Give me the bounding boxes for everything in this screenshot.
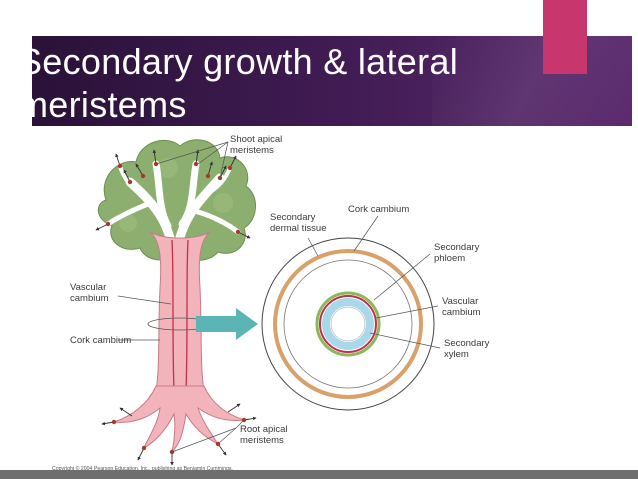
tree-roots bbox=[113, 385, 245, 454]
section-leader-lines bbox=[307, 215, 441, 349]
label-secondary-phloem-2: phloem bbox=[434, 253, 465, 264]
label-cork-cambium-section: Cork cambium bbox=[348, 204, 409, 215]
label-shoot-apical-1: Shoot apical bbox=[230, 134, 282, 145]
slide-title: Secondary growth & lateral meristems bbox=[18, 41, 459, 125]
secondary-growth-figure: Shoot apical meristems Vascular cambium … bbox=[48, 128, 604, 473]
bottom-bar bbox=[0, 470, 638, 479]
label-secondary-xylem-1: Secondary bbox=[444, 338, 490, 349]
root-tip-dots bbox=[111, 417, 247, 455]
banner-shine bbox=[432, 36, 632, 126]
cross-section bbox=[261, 237, 435, 411]
label-cork-cambium-tree: Cork cambium bbox=[70, 335, 131, 346]
ring-vascular-cambium bbox=[319, 295, 377, 353]
figure-svg: Shoot apical meristems Vascular cambium … bbox=[52, 134, 490, 472]
ring-cork-cambium bbox=[273, 249, 423, 399]
tree-leader-lines bbox=[117, 141, 245, 453]
root-tip-arrows bbox=[101, 403, 257, 466]
label-vascular-cambium-section-2: cambium bbox=[442, 307, 481, 318]
title-banner bbox=[32, 36, 632, 126]
accent-tab bbox=[543, 0, 587, 74]
label-secondary-phloem-1: Secondary bbox=[434, 242, 480, 253]
label-vascular-cambium-section-1: Vascular bbox=[442, 296, 478, 307]
label-root-apical-2: meristems bbox=[240, 435, 284, 446]
label-vascular-cambium-tree-1: Vascular bbox=[70, 282, 106, 293]
label-root-apical-1: Root apical bbox=[240, 424, 288, 435]
tree-canopy bbox=[97, 139, 256, 261]
copyright-line: Copyright © 2004 Pearson Education, Inc.… bbox=[52, 465, 233, 472]
label-secondary-dermal-1: Secondary bbox=[270, 212, 316, 223]
label-shoot-apical-2: meristems bbox=[230, 145, 274, 156]
label-secondary-dermal-2: dermal tissue bbox=[270, 223, 327, 234]
label-secondary-xylem-2: xylem bbox=[444, 349, 469, 360]
tree-trunk bbox=[149, 231, 211, 391]
ring-secondary-xylem bbox=[322, 298, 374, 350]
label-vascular-cambium-tree-2: cambium bbox=[70, 293, 109, 304]
shoot-apical-tips bbox=[95, 149, 251, 239]
ring-secondary-phloem bbox=[315, 291, 381, 357]
zoom-arrow bbox=[196, 308, 258, 340]
pith bbox=[330, 306, 366, 342]
